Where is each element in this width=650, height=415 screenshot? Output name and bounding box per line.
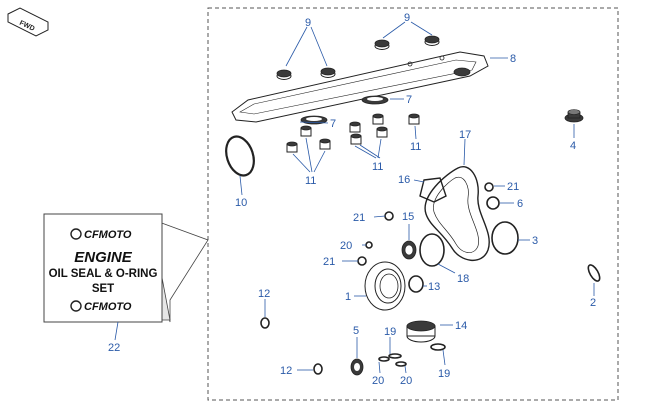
seal-15 (401, 240, 417, 260)
callout-label: 19 (438, 368, 450, 380)
callout-label: 11 (410, 141, 421, 153)
small-orings (378, 343, 446, 367)
callout-label: 17 (459, 129, 471, 141)
cover-gasket-17 (424, 166, 490, 261)
o-ring-10 (225, 135, 255, 177)
brand-bottom: CFMOTO (84, 301, 132, 313)
brand-top: CFMOTO (84, 229, 132, 241)
ring-group-right (357, 182, 601, 293)
callout-label: 12 (280, 365, 292, 377)
callout-labels: 1 2 3 4 5 6 7 7 8 9 9 10 11 11 11 12 12 … (108, 12, 596, 387)
seal-1 (364, 261, 406, 311)
kit-title-oil-seal: OIL SEAL & O-RING (49, 268, 158, 280)
assembly-frame (207, 7, 619, 401)
seal-5 (350, 358, 364, 376)
callout-label: 15 (402, 211, 414, 223)
callout-label: 21 (353, 212, 365, 224)
kit-box: CFMOTO ENGINE OIL SEAL & O-RING SET CFMO… (43, 213, 209, 323)
callout-label: 1 (345, 291, 351, 303)
callout-label: 6 (517, 198, 523, 210)
callout-label: 21 (323, 256, 335, 268)
cfmoto-logo-top: CFMOTO (70, 228, 132, 241)
callout-label: 8 (510, 53, 516, 65)
o-ring-12a (260, 317, 270, 329)
callout-label: 20 (400, 375, 412, 387)
cfmoto-logo-bottom: CFMOTO (70, 300, 132, 313)
callout-label: 12 (258, 288, 270, 300)
kit-title-set: SET (92, 283, 114, 295)
callout-label: 19 (384, 326, 396, 338)
callout-label: 20 (340, 240, 352, 252)
callout-label: 9 (404, 12, 410, 24)
callout-label: 7 (406, 94, 412, 106)
callout-label: 10 (235, 197, 247, 209)
callout-label: 14 (455, 320, 467, 332)
gasket-16 (419, 177, 447, 203)
callout-label: 22 (108, 342, 120, 354)
callout-label: 11 (305, 175, 316, 187)
oil-pan-gasket (231, 51, 489, 123)
callout-label: 11 (372, 161, 383, 173)
fwd-arrow-icon: FWD (7, 7, 49, 37)
o-ring-12b (313, 363, 323, 375)
callout-label: 18 (457, 273, 469, 285)
kit-title-engine: ENGINE (74, 249, 133, 266)
callout-label: 21 (507, 181, 519, 193)
callout-label: 20 (372, 375, 384, 387)
callout-label: 9 (305, 17, 311, 29)
callout-label: 3 (532, 235, 538, 247)
leader-lines (114, 21, 595, 374)
callout-label: 5 (353, 325, 359, 337)
callout-label: 4 (570, 140, 576, 152)
callout-label: 2 (590, 297, 596, 309)
seal-9-group (276, 35, 440, 80)
grommet-4 (564, 109, 584, 123)
callout-label: 7 (330, 118, 336, 130)
cap-11-group (286, 113, 420, 153)
callout-label: 16 (398, 174, 410, 186)
cap-14 (406, 320, 436, 343)
callout-label: 13 (428, 281, 440, 293)
